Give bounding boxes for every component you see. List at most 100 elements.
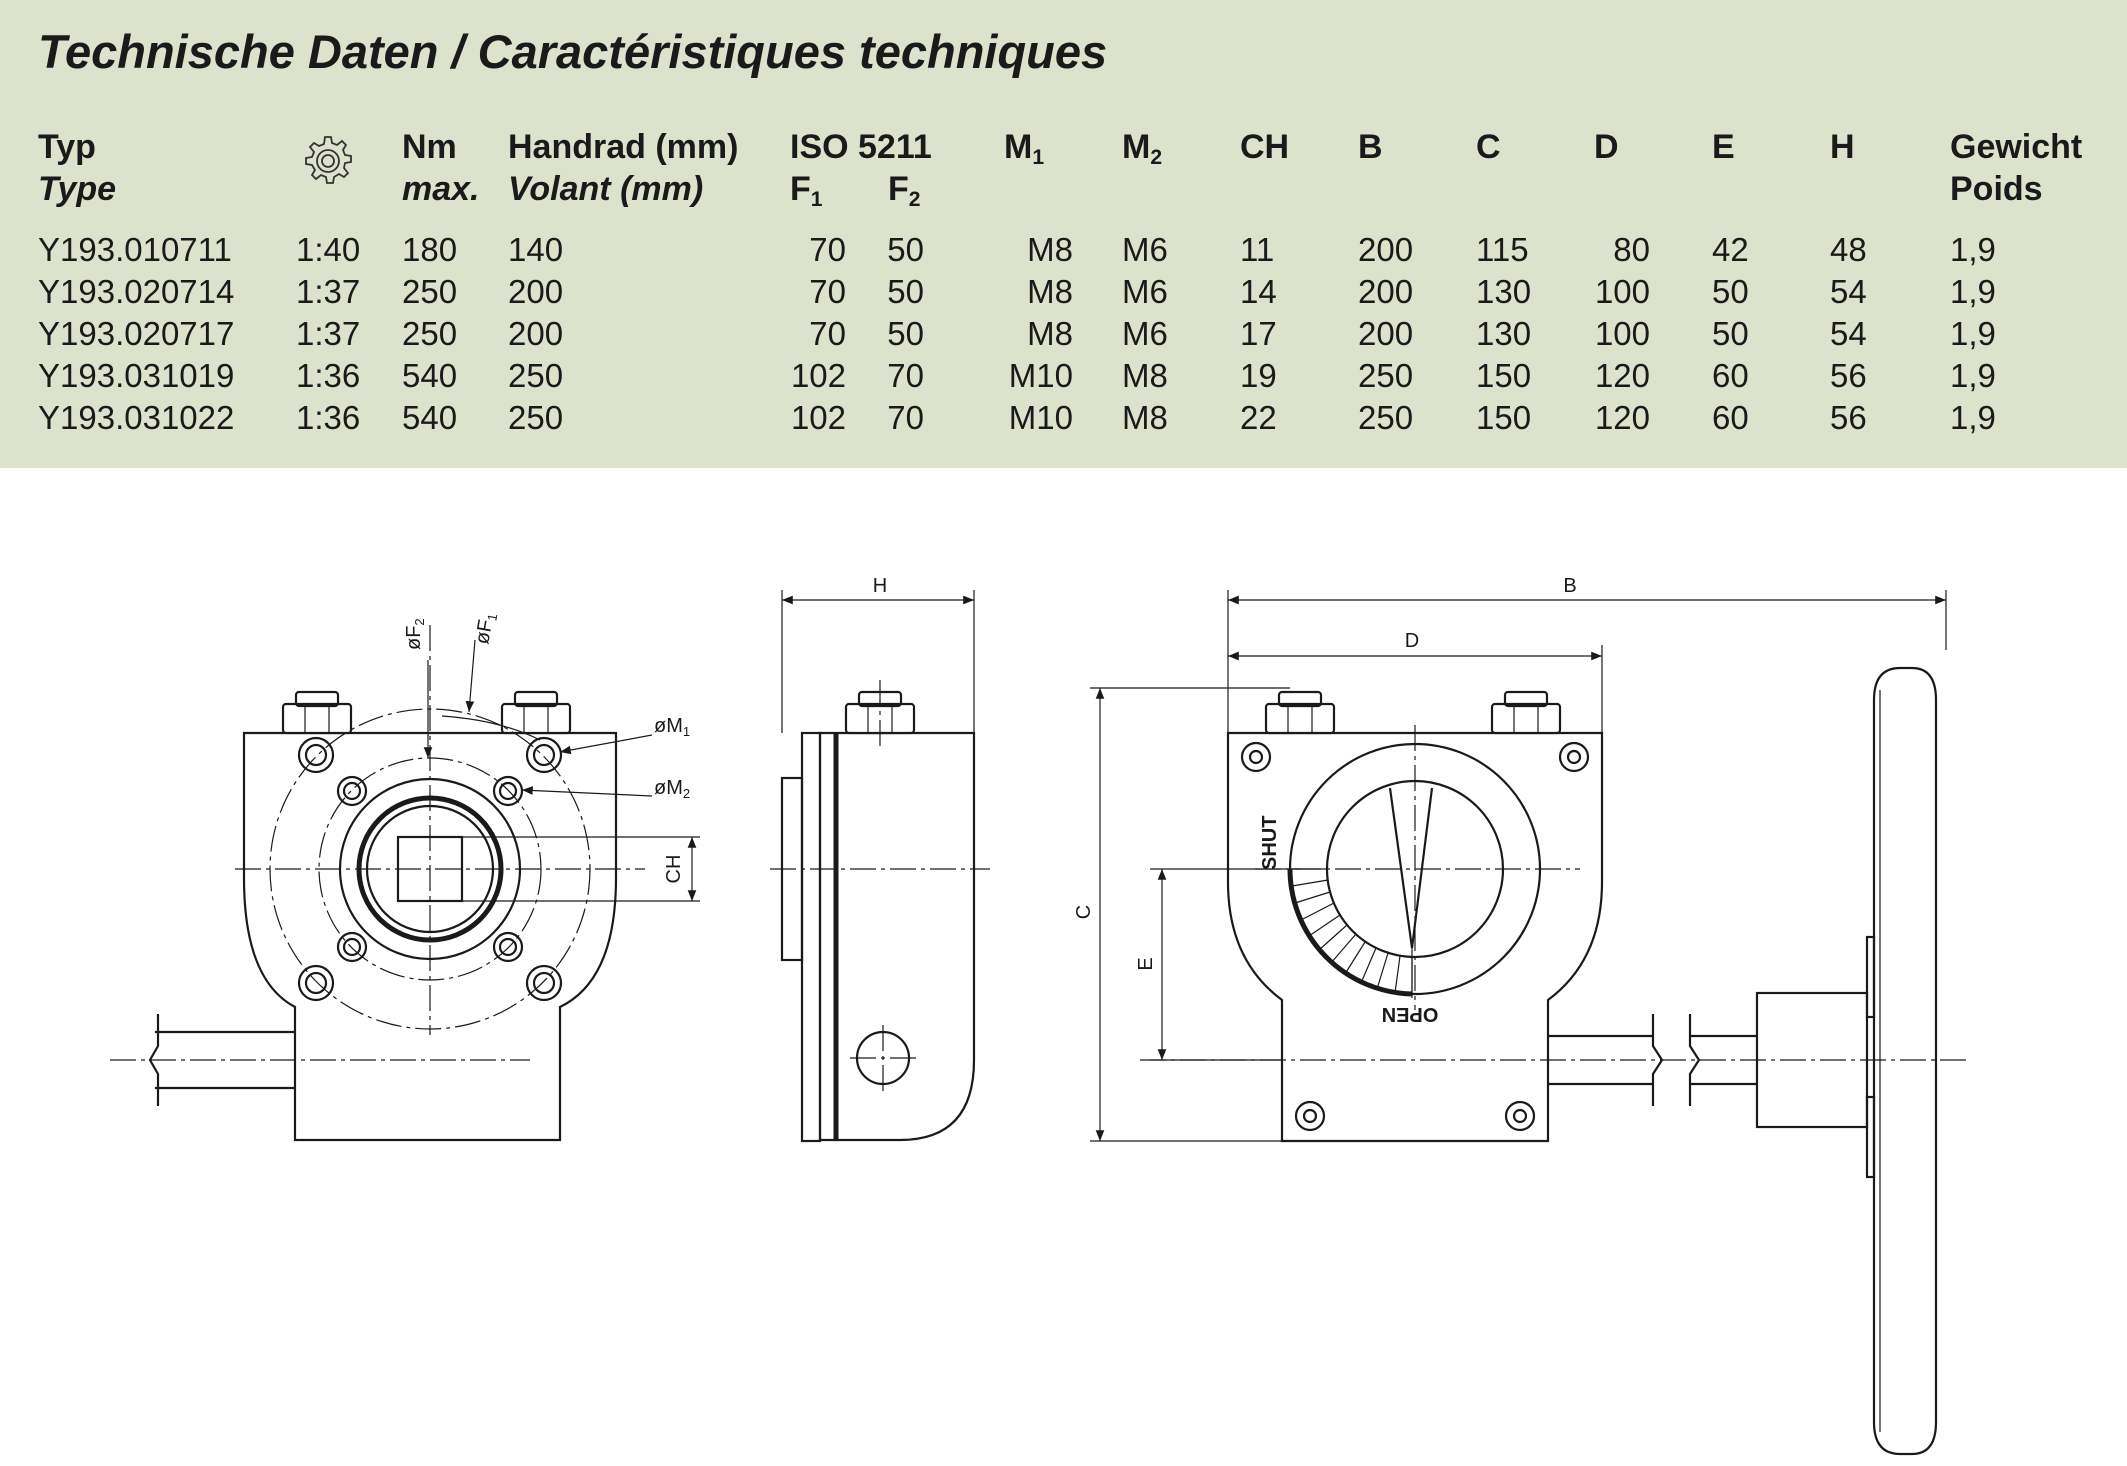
cell-m2: M8 (1122, 357, 1168, 394)
cell-h: 56 (1830, 357, 1867, 394)
cell-f1: 70 (809, 231, 846, 268)
cell-e: 42 (1712, 231, 1749, 268)
cell-handrad: 250 (508, 357, 564, 394)
cell-typ: Y193.031019 (38, 357, 235, 394)
cell-d: 120 (1594, 357, 1650, 394)
open-label: OPEN (1382, 1003, 1439, 1025)
header-type: Type (38, 170, 117, 208)
cell-e: 60 (1712, 399, 1749, 436)
cell-gewicht: 1,9 (1950, 273, 1996, 310)
header-f2: F2 (888, 170, 921, 211)
header-typ: Typ (38, 128, 96, 166)
cell-typ: Y193.020717 (38, 315, 235, 352)
header-nm-max: max. (402, 170, 480, 208)
cell-h: 56 (1830, 399, 1867, 436)
cell-m2: M6 (1122, 273, 1168, 310)
cell-f2: 50 (887, 273, 924, 310)
cell-ratio: 1:37 (296, 315, 361, 352)
cell-b: 250 (1358, 357, 1414, 394)
cell-gewicht: 1,9 (1950, 231, 1996, 268)
header-ch: CH (1240, 128, 1290, 166)
cell-m2: M8 (1122, 399, 1168, 436)
cell-f2: 50 (887, 315, 924, 352)
cell-f2: 70 (887, 399, 924, 436)
cell-f2: 50 (887, 231, 924, 268)
header-e: E (1712, 128, 1735, 166)
cell-c: 130 (1476, 315, 1532, 352)
position-scale-ticks (1291, 868, 1413, 994)
cell-typ: Y193.020714 (38, 273, 235, 310)
cell-f2: 70 (887, 357, 924, 394)
header-nm: Nm (402, 128, 457, 166)
cell-m1: M10 (1008, 399, 1073, 436)
cell-m1: M10 (1008, 357, 1073, 394)
cell-d: 120 (1594, 399, 1650, 436)
cell-c: 150 (1476, 399, 1532, 436)
cell-typ: Y193.031022 (38, 399, 235, 436)
m2-diameter-label: øM2 (654, 777, 690, 801)
cell-e: 50 (1712, 315, 1749, 352)
cell-f1: 102 (790, 357, 846, 394)
f2-diameter-label: øF2 (403, 618, 427, 650)
f1-holes (297, 736, 563, 1002)
cell-d: 80 (1613, 231, 1650, 268)
cell-m2: M6 (1122, 315, 1168, 352)
header-h: H (1830, 128, 1855, 166)
technical-drawings: .o { fill: none; stroke: #1a1a1a; stroke… (110, 575, 1970, 1456)
cell-ratio: 1:37 (296, 273, 361, 310)
header-c: C (1476, 128, 1501, 166)
cell-nm: 180 (402, 231, 458, 268)
cell-h: 48 (1830, 231, 1867, 268)
cell-h: 54 (1830, 273, 1867, 310)
cell-gewicht: 1,9 (1950, 357, 1996, 394)
header-m2: M2 (1122, 128, 1163, 169)
cell-d: 100 (1594, 273, 1650, 310)
cell-gewicht: 1,9 (1950, 399, 1996, 436)
c-dimension-label: C (1073, 905, 1095, 919)
cell-e: 50 (1712, 273, 1749, 310)
header-poids: Poids (1950, 170, 2043, 208)
header-f1: F1 (790, 170, 823, 211)
cell-handrad: 200 (508, 273, 564, 310)
cell-nm: 250 (402, 315, 458, 352)
cell-handrad: 250 (508, 399, 564, 436)
cell-ratio: 1:40 (296, 231, 361, 268)
b-dimension-label: B (1563, 575, 1576, 597)
header-b: B (1358, 128, 1383, 166)
cell-handrad: 140 (508, 231, 564, 268)
cell-e: 60 (1712, 357, 1749, 394)
cell-m2: M6 (1122, 231, 1168, 268)
cell-ratio: 1:36 (296, 399, 361, 436)
cell-f1: 102 (790, 399, 846, 436)
cell-handrad: 200 (508, 315, 564, 352)
cell-c: 150 (1476, 357, 1532, 394)
header-handrad: Handrad (mm) (508, 128, 739, 166)
cell-f1: 70 (809, 315, 846, 352)
cell-typ: Y193.010711 (38, 231, 232, 268)
cell-ch: 11 (1240, 231, 1275, 268)
header-d: D (1594, 128, 1619, 166)
cell-b: 200 (1358, 315, 1414, 352)
cell-ch: 17 (1240, 315, 1277, 352)
gear-ratio-icon (305, 136, 352, 184)
cell-gewicht: 1,9 (1950, 315, 1996, 352)
cell-ch: 19 (1240, 357, 1277, 394)
cell-h: 54 (1830, 315, 1867, 352)
header-volant: Volant (mm) (508, 170, 704, 208)
m1-diameter-label: øM1 (654, 715, 690, 739)
front-bolt-right (500, 690, 572, 735)
cell-c: 130 (1476, 273, 1532, 310)
header-m1: M1 (1004, 128, 1045, 169)
cell-nm: 540 (402, 399, 458, 436)
cell-ch: 14 (1240, 273, 1277, 310)
cell-f1: 70 (809, 273, 846, 310)
ch-dimension-label: CH (663, 855, 685, 884)
cell-b: 250 (1358, 399, 1414, 436)
header-iso: ISO 5211 (790, 128, 932, 166)
page-title: Technische Daten / Caractéristiques tech… (38, 25, 1108, 78)
front-view-drawing: CH øF2 øF1 øM1 øM2 (110, 612, 700, 1142)
cell-nm: 540 (402, 357, 458, 394)
side-view-drawing: H (770, 575, 990, 1143)
cell-nm: 250 (402, 273, 458, 310)
header-gewicht: Gewicht (1950, 128, 2083, 166)
